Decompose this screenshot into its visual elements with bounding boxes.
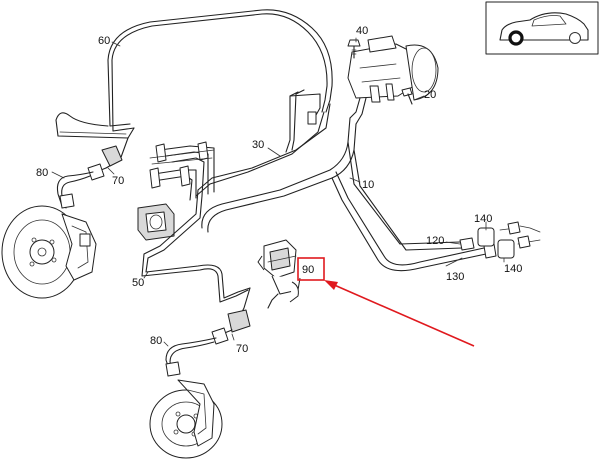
callout-labels: 60 40 20 30 10 80 70 140 120 130 140 90 … (36, 25, 522, 355)
part-90-regulator (257, 239, 301, 309)
callout-130: 130 (446, 271, 464, 283)
rear-hose-assembly (165, 287, 251, 377)
highlight-arrow (331, 283, 475, 347)
callout-80-bottom: 80 (150, 335, 162, 347)
part-90-highlight (297, 257, 475, 347)
highlight-box (297, 257, 325, 281)
abs-connector-block (149, 141, 215, 201)
vehicle-inset-frame (485, 1, 599, 55)
brake-line-50 (141, 189, 251, 303)
front-disc-brake (1, 205, 97, 299)
callout-140-bottom: 140 (504, 263, 522, 275)
callout-70-bottom: 70 (236, 343, 248, 355)
master-cylinder-booster (347, 35, 439, 125)
brake-line-60 (55, 9, 333, 139)
callout-40: 40 (356, 25, 368, 37)
highlight-arrowhead (324, 280, 338, 290)
connector-140-bottom (497, 239, 515, 259)
callout-140-top: 140 (474, 213, 492, 225)
callout-60: 60 (98, 35, 110, 47)
bolt-40 (347, 39, 361, 59)
leader-lines (51, 37, 505, 347)
car-side-icon (499, 12, 589, 46)
front-hose-assembly (56, 137, 129, 209)
callout-90: 90 (302, 264, 314, 276)
rear-disc-brake (149, 379, 223, 459)
callout-50: 50 (132, 277, 144, 289)
vehicle-inset (485, 1, 599, 55)
rear-line-connectors (459, 221, 541, 259)
brake-lines-bundle (195, 89, 487, 272)
connector-140-top (477, 227, 495, 247)
callout-120: 120 (426, 235, 444, 247)
abs-pump-unit (137, 203, 175, 241)
callout-10: 10 (362, 179, 374, 191)
callout-20: 20 (424, 89, 436, 101)
callout-30: 30 (252, 139, 264, 151)
bolt-20 (401, 87, 413, 105)
callout-80-top: 80 (36, 167, 48, 179)
callout-70-top: 70 (112, 175, 124, 187)
